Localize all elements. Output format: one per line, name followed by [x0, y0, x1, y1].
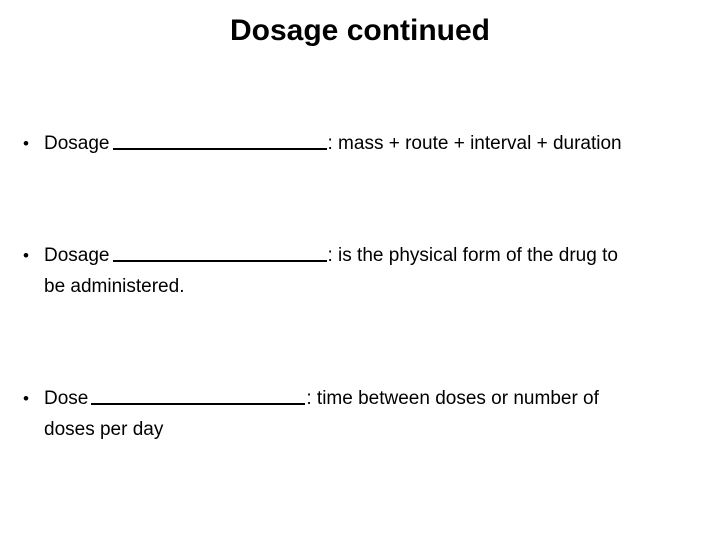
list-item-continuation: be administered.	[44, 276, 185, 297]
list-item-definition: : time between doses or number of	[306, 388, 599, 409]
list-item-line: Dosage : is the physical form of the drug…	[44, 240, 718, 271]
list-item-lead: Dosage	[44, 245, 110, 266]
list-item-definition: : mass + route + interval + duration	[327, 133, 622, 154]
list-item-lead: Dosage	[44, 133, 110, 154]
bullet-dot-icon: •	[23, 134, 29, 153]
fill-in-blank[interactable]	[91, 387, 306, 405]
bullet-dot-icon: •	[23, 389, 29, 408]
list-item-line: Dosage : mass + route + interval + durati…	[44, 128, 718, 159]
bullet-dot-icon: •	[23, 246, 29, 265]
page-title: Dosage continued	[229, 14, 491, 47]
fill-in-blank[interactable]	[112, 132, 327, 150]
list-item-continuation: doses per day	[44, 419, 164, 440]
list-item: • Dosage : is the physical form of the dr…	[18, 240, 718, 302]
list-item: • Dosage : mass + route + interval + dura…	[18, 128, 718, 159]
list-item-line: Dose : time between doses or number of	[44, 383, 718, 414]
bullet-list: • Dosage : mass + route + interval + dura…	[18, 128, 718, 445]
list-item-definition: : is the physical form of the drug to	[327, 245, 618, 266]
list-item: • Dose: time between doses or number of …	[18, 383, 718, 445]
list-item-lead: Dose	[44, 388, 89, 409]
fill-in-blank[interactable]	[112, 244, 327, 262]
